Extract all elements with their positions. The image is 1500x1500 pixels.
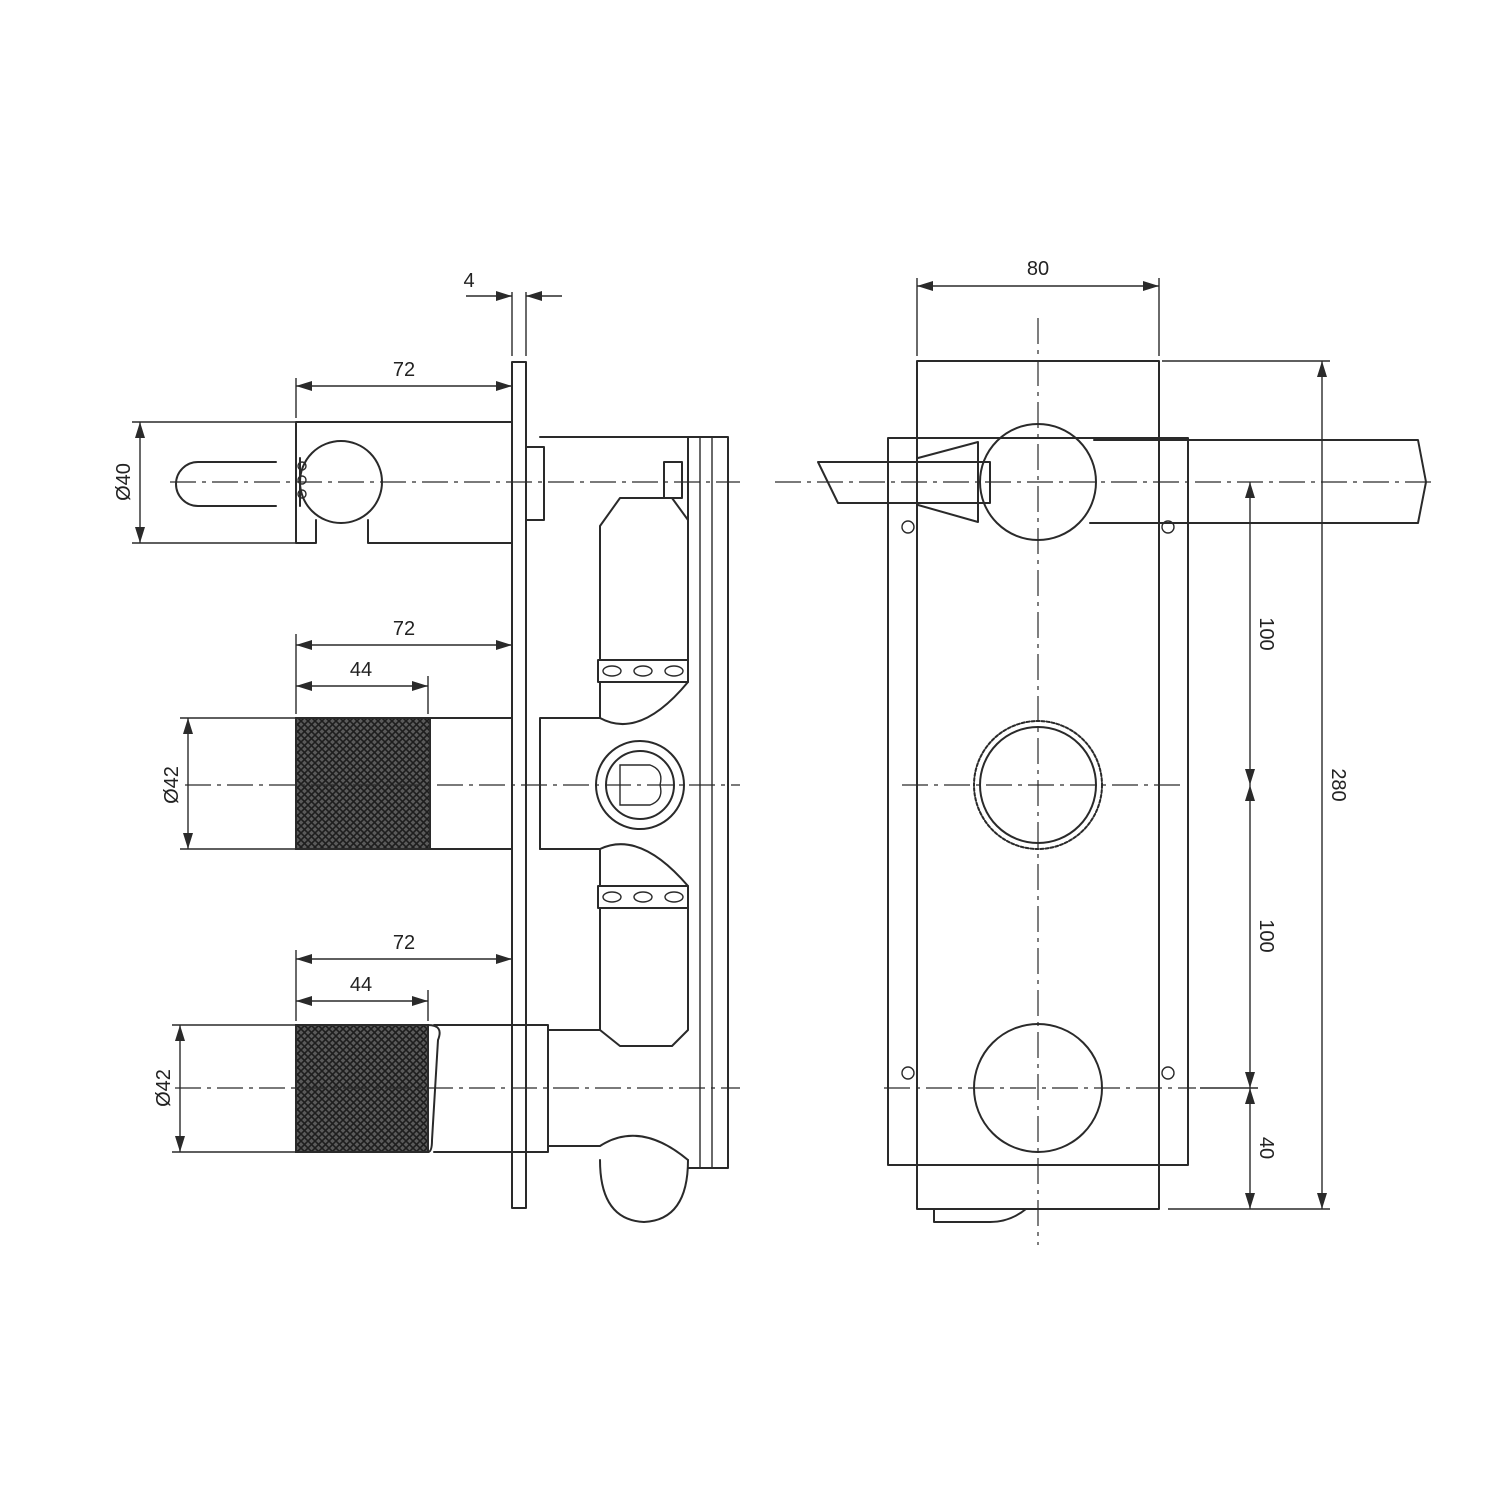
spout-side	[170, 421, 740, 544]
dim-spout-projection: 72	[393, 359, 415, 381]
dim-plate-thickness: 4	[463, 270, 474, 292]
handle-2-side	[175, 1024, 740, 1153]
knurled-grip-1	[295, 717, 431, 850]
dim-handle1-projection: 72	[393, 618, 415, 640]
dimensions-front: 80 280 100 100 40	[916, 258, 1349, 1210]
dim-handle1-diameter: Ø42	[161, 766, 183, 804]
dim-spout-diameter: Ø40	[113, 463, 135, 501]
valve-body-side	[525, 436, 729, 1223]
dim-handle2-knurl: 44	[350, 974, 372, 996]
front-view: 80 280 100 100 40	[775, 258, 1435, 1245]
dimensions-side: 4 72 Ø40 72 44	[113, 270, 562, 1153]
handle-1-side	[185, 717, 740, 850]
side-view: 4 72 Ø40 72 44	[113, 270, 740, 1223]
dim-pitch-lower: 100	[1255, 919, 1277, 952]
dim-pitch-upper: 100	[1255, 617, 1277, 650]
spout-front	[775, 423, 1435, 541]
dim-plate-width: 80	[1027, 258, 1049, 280]
dim-bottom-offset: 40	[1255, 1137, 1277, 1159]
dim-handle1-knurl: 44	[350, 659, 372, 681]
dim-plate-height: 280	[1327, 768, 1349, 801]
dim-handle2-diameter: Ø42	[153, 1069, 175, 1107]
dim-handle2-projection: 72	[393, 932, 415, 954]
